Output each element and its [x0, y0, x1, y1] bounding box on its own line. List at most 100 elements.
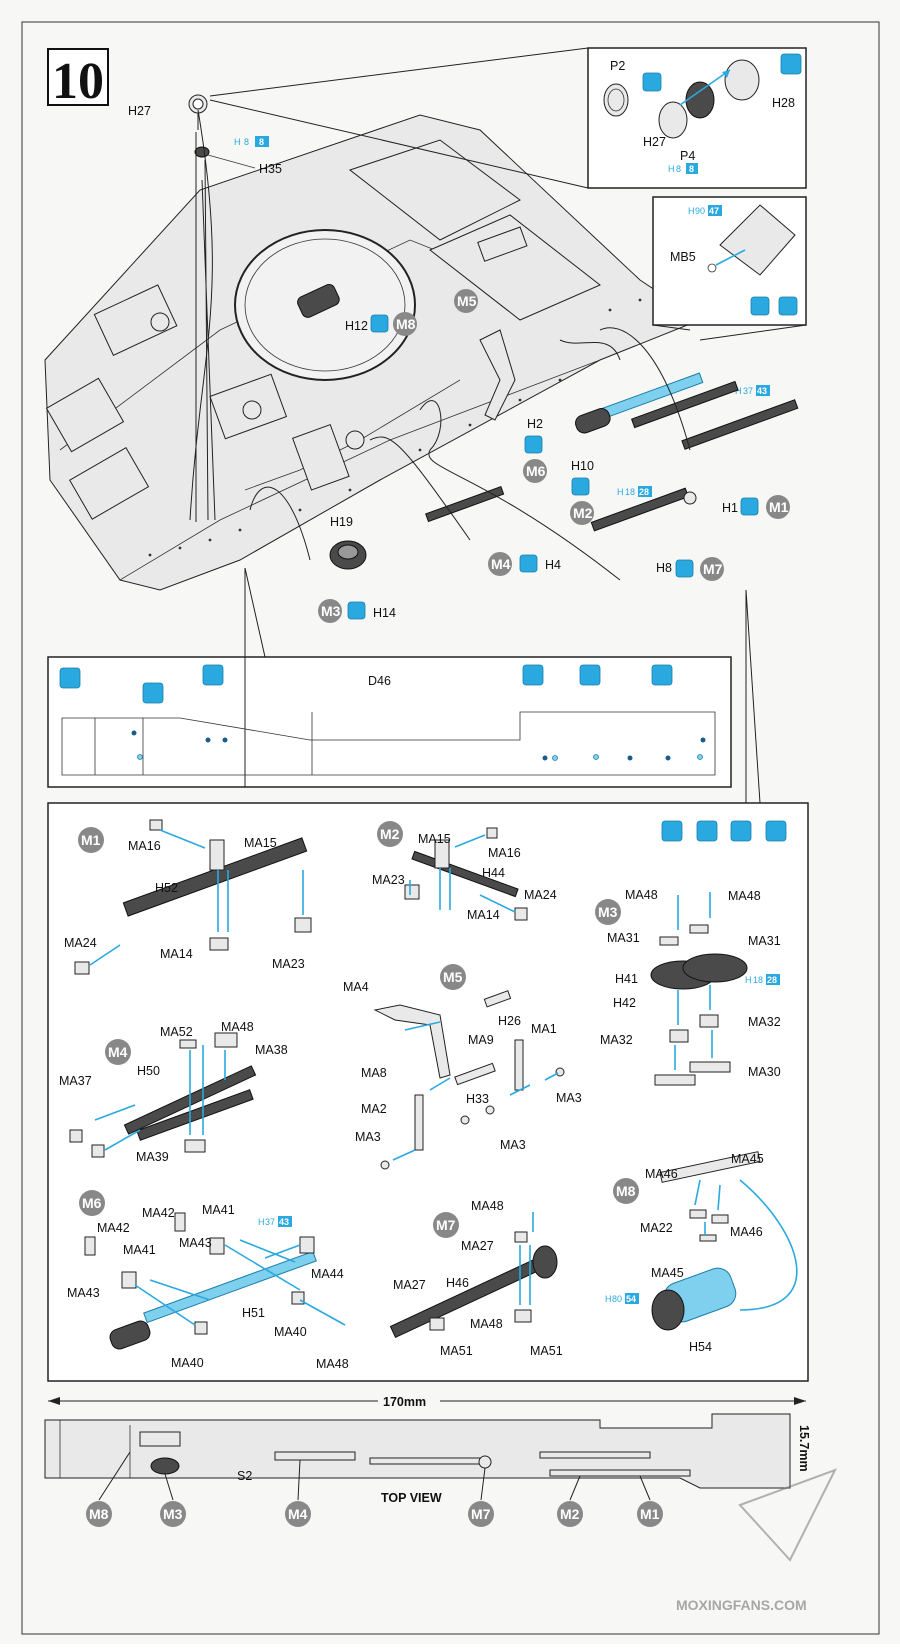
svg-text:MA45: MA45 [731, 1152, 764, 1166]
svg-text:M7: M7 [436, 1217, 456, 1233]
svg-text:M7: M7 [703, 561, 723, 577]
svg-text:M5: M5 [457, 293, 477, 309]
svg-text:MA48: MA48 [728, 889, 761, 903]
svg-text:MA52: MA52 [160, 1025, 193, 1039]
repeat-icon [571, 477, 590, 496]
svg-text:MA31: MA31 [607, 931, 640, 945]
svg-text:MA3: MA3 [556, 1091, 582, 1105]
badge-h8: H 8 8 [234, 136, 269, 147]
svg-text:M2: M2 [560, 1506, 580, 1522]
svg-text:H: H [745, 975, 752, 985]
svg-text:MA24: MA24 [64, 936, 97, 950]
svg-text:170mm: 170mm [383, 1395, 426, 1409]
svg-text:M6: M6 [526, 463, 546, 479]
paint-icon [778, 296, 798, 316]
svg-text:8: 8 [676, 164, 681, 174]
svg-text:18: 18 [753, 975, 763, 985]
svg-text:MA48: MA48 [470, 1317, 503, 1331]
svg-text:8: 8 [244, 137, 249, 147]
subassembly-m6: M6 MA42 MA41 MA42 MA41 MA43 MA43 MA44 H5… [67, 1190, 349, 1371]
part-h19: H19 M3 H14 [318, 515, 396, 623]
svg-text:H54: H54 [689, 1340, 712, 1354]
svg-text:MA32: MA32 [748, 1015, 781, 1029]
svg-text:MA3: MA3 [355, 1130, 381, 1144]
part-h35: H35 [194, 146, 282, 176]
subassembly-m3: M3 MA48 MA48 MA31 MA31 H41 H42 MA32 MA32… [595, 888, 781, 1086]
svg-text:P2: P2 [610, 59, 625, 73]
svg-text:M2: M2 [380, 826, 400, 842]
marker-m3 [318, 599, 342, 623]
svg-text:H: H [668, 164, 675, 174]
svg-text:MA32: MA32 [600, 1033, 633, 1047]
headlight-inset: P2 H27 P4 H28 H 8 8 [209, 47, 807, 189]
svg-text:MA46: MA46 [730, 1225, 763, 1239]
svg-text:H33: H33 [466, 1092, 489, 1106]
svg-text:H4: H4 [545, 558, 561, 572]
topview-marker-2 [160, 1501, 186, 1527]
svg-text:MA22: MA22 [640, 1221, 673, 1235]
svg-text:MA4: MA4 [343, 980, 369, 994]
svg-text:M5: M5 [443, 969, 463, 985]
top-view: 170mm 15.7mm S2 TOP VIEW M8 M3 M4 M7 M2 … [44, 1392, 811, 1527]
svg-text:M4: M4 [108, 1044, 128, 1060]
part-h1: H1 M1 [681, 399, 799, 519]
svg-text:18: 18 [625, 487, 635, 497]
svg-text:MA27: MA27 [393, 1278, 426, 1292]
svg-text:MA51: MA51 [440, 1344, 473, 1358]
svg-text:MA3: MA3 [500, 1138, 526, 1152]
svg-text:H: H [735, 386, 742, 396]
svg-text:28: 28 [639, 487, 649, 497]
subassembly-m5: M5 MA4 H26 MA1 MA9 MA8 H33 MA3 MA2 MA3 M… [343, 964, 582, 1170]
svg-text:MA42: MA42 [142, 1206, 175, 1220]
svg-text:H42: H42 [613, 996, 636, 1010]
repeat-icon [519, 554, 538, 573]
svg-text:MA46: MA46 [645, 1167, 678, 1181]
svg-text:H: H [688, 206, 695, 216]
svg-text:MA42: MA42 [97, 1221, 130, 1235]
svg-text:10: 10 [52, 53, 104, 110]
repeat-icon [642, 72, 662, 92]
svg-text:M4: M4 [288, 1506, 308, 1522]
svg-text:8: 8 [259, 137, 264, 147]
svg-text:H46: H46 [446, 1276, 469, 1290]
plate-inset: H 90 47 MB5 [652, 196, 807, 341]
svg-text:M3: M3 [163, 1506, 183, 1522]
svg-text:P4: P4 [680, 149, 695, 163]
svg-text:43: 43 [279, 1217, 289, 1227]
svg-text:15.7mm: 15.7mm [797, 1425, 811, 1472]
svg-text:M3: M3 [321, 603, 341, 619]
svg-text:H41: H41 [615, 972, 638, 986]
subassembly-m1: M1 MA16 MA15 H52 MA24 MA14 MA23 [64, 819, 312, 975]
svg-text:H51: H51 [242, 1306, 265, 1320]
svg-text:TOP VIEW: TOP VIEW [381, 1491, 442, 1505]
remove-icon [661, 820, 683, 842]
svg-text:MA1: MA1 [531, 1022, 557, 1036]
topview-marker-3 [285, 1501, 311, 1527]
svg-text:MOXINGFANS.COM: MOXINGFANS.COM [676, 1597, 807, 1613]
watermark: MOXINGFANS.COM [676, 1468, 838, 1613]
svg-text:M1: M1 [640, 1506, 660, 1522]
topview-marker-4 [468, 1501, 494, 1527]
svg-text:M8: M8 [89, 1506, 109, 1522]
svg-text:MA8: MA8 [361, 1066, 387, 1080]
svg-text:M2: M2 [573, 505, 593, 521]
svg-text:90: 90 [695, 206, 705, 216]
svg-text:37: 37 [265, 1217, 275, 1227]
svg-text:MA48: MA48 [221, 1020, 254, 1034]
svg-text:MA40: MA40 [274, 1325, 307, 1339]
repeat-icon [740, 497, 759, 516]
svg-text:H: H [234, 137, 241, 147]
svg-text:MA16: MA16 [128, 839, 161, 853]
repeat-icon [675, 559, 694, 578]
topview-marker-6 [637, 1501, 663, 1527]
headlight-h27: H27 [128, 94, 208, 130]
svg-text:H8: H8 [656, 561, 672, 575]
subassembly-m2: M2 MA15 MA16 MA23 H44 MA24 MA14 [372, 821, 557, 922]
svg-text:MB5: MB5 [670, 250, 696, 264]
marker-m2 [570, 501, 594, 525]
svg-text:80: 80 [612, 1294, 622, 1304]
svg-text:MA51: MA51 [530, 1344, 563, 1358]
marker-m4 [488, 552, 512, 576]
svg-text:M7: M7 [471, 1506, 491, 1522]
part-h10: H10 M2 [570, 380, 739, 525]
